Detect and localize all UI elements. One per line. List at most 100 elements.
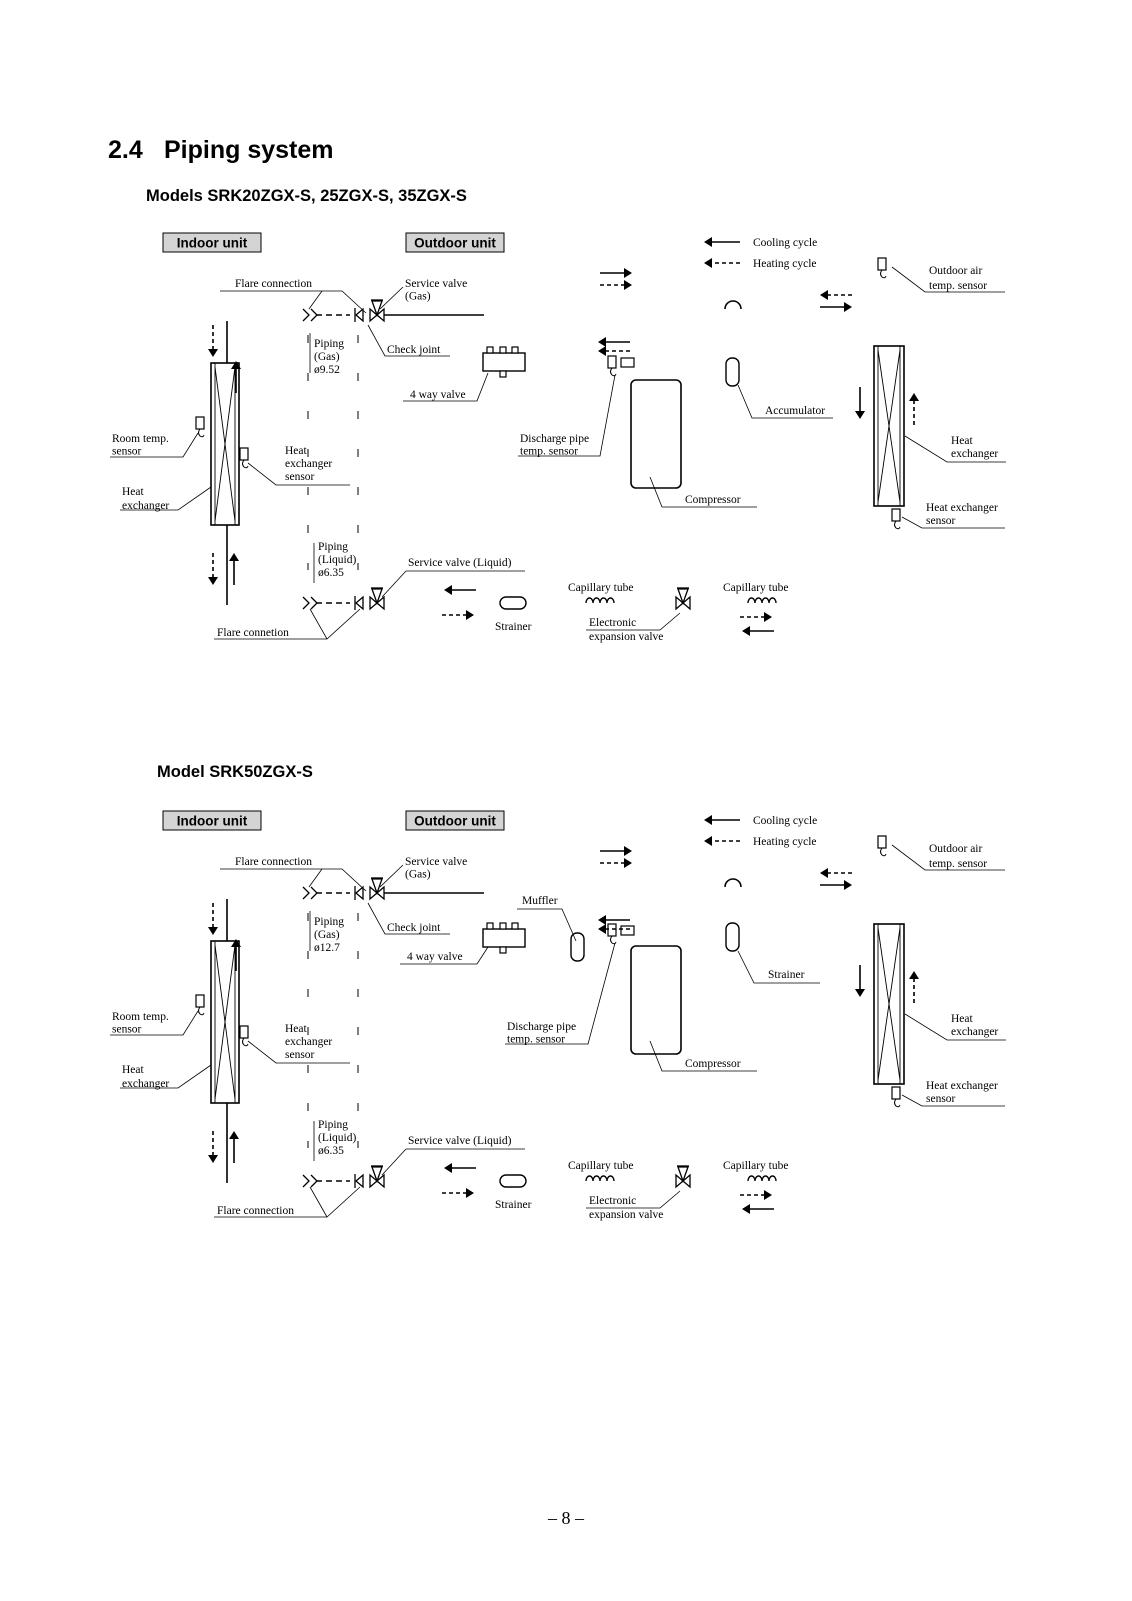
flow-arrow-11 (855, 387, 865, 419)
outdoor-hx-label-line-1: Heat (951, 1013, 974, 1025)
service-valve-gas-label-line-1: Service valve (405, 856, 467, 868)
flare-connection-bottom-label: Flare connection (217, 1205, 294, 1217)
flare-connection-gas (302, 886, 318, 900)
room-temp-sensor-label-line-2: sensor (112, 1024, 142, 1036)
flow-arrow-5 (598, 915, 630, 925)
compressor-label: Compressor (685, 494, 741, 506)
eev-label-line-1: Electronic (589, 617, 636, 629)
outdoor-hx-sensor-label-line-1: Heat exchanger (926, 1080, 998, 1092)
outdoor-unit-label: Outdoor unit (405, 810, 505, 831)
discharge-sensor-label-line-2: temp. sensor (507, 1034, 565, 1046)
compressor (620, 925, 682, 1055)
legend-heating-text: Heating cycle (753, 258, 817, 270)
outdoor-air-sensor-label-line-2: temp. sensor (929, 858, 987, 870)
legend-cooling-arrow (704, 237, 740, 247)
outdoor-hx-label-line-2: exchanger (951, 448, 998, 460)
outdoor-hx-label-line-1: Heat (951, 435, 974, 447)
legend-heating-arrow (704, 836, 740, 846)
capillary-tube-1-label: Capillary tube (568, 1160, 633, 1172)
piping-liquid-label-line-2: (Liquid) (318, 554, 356, 566)
flow-arrow-11 (855, 965, 865, 997)
strainer-liquid (499, 1174, 527, 1188)
strainer-liquid-label: Strainer (495, 1199, 532, 1211)
flow-arrow-15 (740, 1190, 772, 1200)
flow-arrow-1 (600, 268, 632, 278)
flow-arrow-2 (600, 858, 632, 868)
room-temp-sensor-label-line-2: sensor (112, 446, 142, 458)
compressor-label: Compressor (685, 1058, 741, 1070)
flow-arrow-10 (229, 1131, 239, 1163)
check-valve-gas (354, 307, 364, 323)
flow-arrow-13 (444, 1163, 476, 1173)
piping-diagram-2: Indoor unit Outdoor unit Cooling cycleHeat… (110, 810, 1006, 1221)
check-valve-liquid (354, 595, 364, 611)
discharge-sensor-label-line-1: Discharge pipe (507, 1021, 576, 1033)
indoor-heat-exchanger (210, 362, 240, 526)
page-number: – 8 – (548, 1508, 584, 1528)
flare-connection-top-label: Flare connection (235, 856, 312, 868)
accumulator (725, 357, 740, 387)
piping-liquid-label-line-2: (Liquid) (318, 1132, 356, 1144)
flow-arrows (208, 268, 919, 636)
service-valve-liquid-label: Service valve (Liquid) (408, 557, 512, 569)
piping-liquid-label-line-3: ø6.35 (318, 1145, 344, 1157)
check-joint-label: Check joint (387, 922, 441, 934)
outdoor-hx-label-line-2: exchanger (951, 1026, 998, 1038)
capillary-tube-1 (585, 597, 615, 604)
flow-arrow-8 (231, 939, 241, 971)
indoor-hx-sensor-icon (239, 1025, 249, 1047)
flow-arrow-12 (909, 971, 919, 1003)
flow-arrow-7 (208, 903, 218, 935)
flow-arrow-4 (820, 302, 852, 312)
service-valve-liquid (369, 1165, 385, 1189)
right-component-label: Accumulator (765, 405, 825, 417)
unit-boundary (307, 335, 359, 570)
piping-gas-label-line-2: (Gas) (314, 929, 340, 941)
indoor-hx-sensor-label-line-1: Heat (285, 445, 308, 457)
outdoor-air-sensor-label-line-2: temp. sensor (929, 280, 987, 292)
outdoor-unit-label-text: Outdoor unit (414, 236, 496, 251)
discharge-sensor-icon (607, 355, 617, 377)
flow-arrow-1 (600, 846, 632, 856)
flow-arrow-15 (740, 612, 772, 622)
indoor-unit-label-text: Indoor unit (177, 814, 248, 829)
outdoor-air-sensor-label-line-1: Outdoor air (929, 843, 983, 855)
flow-arrow-13 (444, 585, 476, 595)
service-valve-gas-label-line-1: Service valve (405, 278, 467, 290)
eev-label-line-2: expansion valve (589, 631, 663, 643)
flow-arrow-3 (820, 868, 852, 878)
strainer-liquid-label: Strainer (495, 621, 532, 633)
outdoor-unit-label-text: Outdoor unit (414, 814, 496, 829)
section-number: 2.4 (108, 136, 143, 164)
service-valve-liquid (369, 587, 385, 611)
room-temp-sensor-icon (195, 416, 205, 438)
capillary-tube-2 (747, 597, 777, 604)
flow-arrows (208, 846, 919, 1214)
piping-gas-label-line-3: ø9.52 (314, 364, 340, 376)
electronic-expansion-valve (675, 587, 691, 611)
indoor-heat-exchanger (210, 940, 240, 1104)
electronic-expansion-valve (675, 1165, 691, 1189)
piping-gas-label-line-2: (Gas) (314, 351, 340, 363)
eev-label-line-2: expansion valve (589, 1209, 663, 1221)
outdoor-hx-sensor-icon (891, 1086, 901, 1108)
indoor-unit-label: Indoor unit (162, 810, 262, 831)
flow-arrow-14 (442, 610, 474, 620)
indoor-hx-sensor-label-line-3: sensor (285, 1049, 315, 1061)
muffler-label: Muffler (522, 895, 558, 907)
piping-gas-label-line-3: ø12.7 (314, 942, 340, 954)
flare-connection-gas (302, 308, 318, 322)
flare-connection-bottom-label: Flare connetion (217, 627, 289, 639)
capillary-tube-2 (747, 1175, 777, 1182)
flare-connection-top-label: Flare connection (235, 278, 312, 290)
outdoor-air-sensor-icon (877, 835, 887, 857)
muffler (570, 932, 585, 962)
room-temp-sensor-label-line-1: Room temp. (112, 433, 169, 445)
flow-arrow-6 (598, 346, 630, 356)
indoor-hx-sensor-label-line-3: sensor (285, 471, 315, 483)
outdoor-air-sensor-label-line-1: Outdoor air (929, 265, 983, 277)
service-valve-gas (369, 877, 385, 901)
flow-arrow-8 (231, 361, 241, 393)
